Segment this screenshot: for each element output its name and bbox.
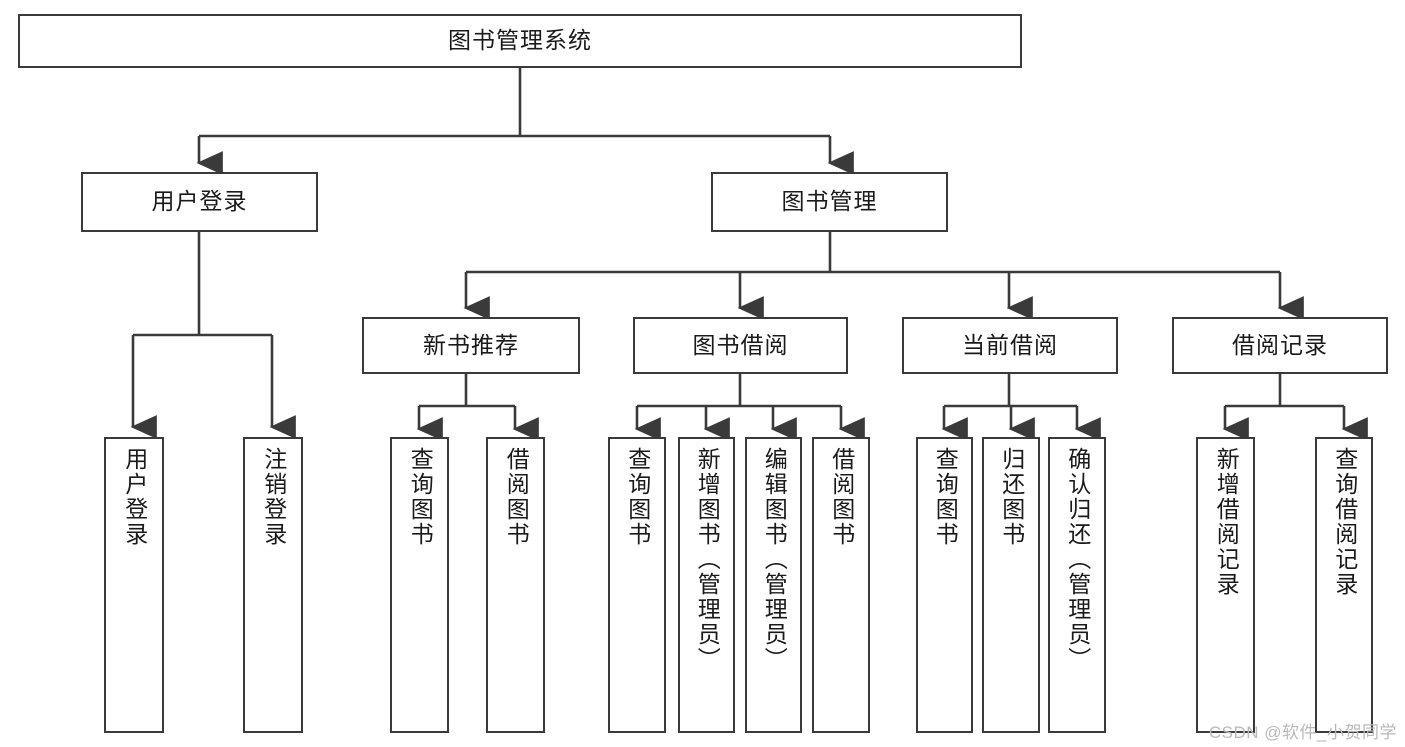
node-borrow-record[interactable]: 借阅记录 [1172, 317, 1388, 374]
node-leaf-add-borrow-record[interactable]: 新增借阅记录 [1196, 437, 1255, 733]
node-current-borrow[interactable]: 当前借阅 [902, 317, 1118, 374]
node-leaf-confirm-return-admin[interactable]: 确认归还（管理员） [1048, 437, 1106, 733]
leaf-label: 查询图书 [407, 447, 434, 547]
leaf-label: 确认归还（管理员） [1064, 447, 1091, 672]
leaf-label: 用户登录 [121, 447, 148, 547]
leaf-label: 新增借阅记录 [1213, 447, 1240, 597]
leaf-label: 新增图书（管理员） [694, 447, 721, 672]
node-book-management[interactable]: 图书管理 [711, 172, 948, 232]
node-book-borrow[interactable]: 图书借阅 [633, 317, 848, 374]
watermark: CSDN @软件_小贺同学 [1208, 723, 1397, 742]
node-leaf-logout[interactable]: 注销登录 [243, 437, 303, 733]
node-leaf-edit-book-admin[interactable]: 编辑图书（管理员） [745, 437, 802, 733]
node-new-book-recommend[interactable]: 新书推荐 [362, 317, 580, 374]
node-leaf-query-borrow-record[interactable]: 查询借阅记录 [1315, 437, 1373, 733]
node-leaf-query-book-recommend[interactable]: 查询图书 [390, 437, 449, 733]
node-leaf-add-book-admin[interactable]: 新增图书（管理员） [678, 437, 735, 733]
leaf-label: 归还图书 [998, 447, 1025, 547]
node-leaf-return-book[interactable]: 归还图书 [982, 437, 1040, 733]
node-leaf-borrow-book-recommend[interactable]: 借阅图书 [486, 437, 545, 733]
node-root-system[interactable]: 图书管理系统 [18, 14, 1022, 68]
leaf-label: 查询图书 [932, 447, 959, 547]
node-user-login[interactable]: 用户登录 [81, 172, 318, 232]
leaf-label: 借阅图书 [503, 447, 530, 547]
node-leaf-query-book-current[interactable]: 查询图书 [916, 437, 973, 733]
node-leaf-user-login[interactable]: 用户登录 [104, 437, 164, 733]
leaf-label: 编辑图书（管理员） [761, 447, 788, 672]
leaf-label: 注销登录 [260, 447, 287, 547]
leaf-label: 借阅图书 [828, 447, 855, 547]
leaf-label: 查询图书 [624, 447, 651, 547]
node-leaf-borrow-book[interactable]: 借阅图书 [812, 437, 870, 733]
node-leaf-query-book-borrow[interactable]: 查询图书 [608, 437, 666, 733]
leaf-label: 查询借阅记录 [1331, 447, 1358, 597]
